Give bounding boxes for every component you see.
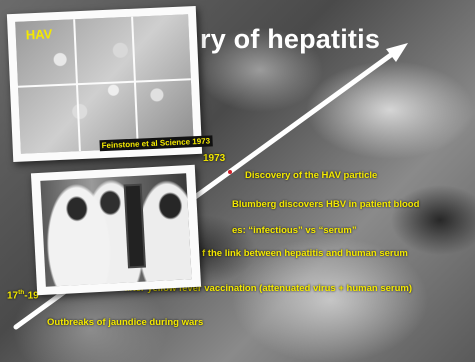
microscope-shape (125, 186, 143, 267)
scientists-photo (31, 165, 201, 295)
timeline-marker-dot (228, 170, 232, 174)
event-serum-link: f the link between hepatitis and human s… (202, 248, 408, 259)
event-jaundice-outbreaks: Outbreaks of jaundice during wars (47, 317, 203, 328)
year-marker-1973: 1973 (203, 153, 225, 164)
event-hbv-discovery: Blumberg discovers HBV in patient blood (232, 199, 419, 210)
hav-micrograph-photo: HAV Feinstone et al Science 1973 (7, 6, 202, 162)
scientists-image (40, 173, 191, 286)
event-hav-discovery: Discovery of the HAV particle (245, 170, 377, 181)
hav-label: HAV (25, 26, 52, 42)
event-infectious-vs-serum: es: “infectious” vs “serum” (232, 225, 357, 236)
